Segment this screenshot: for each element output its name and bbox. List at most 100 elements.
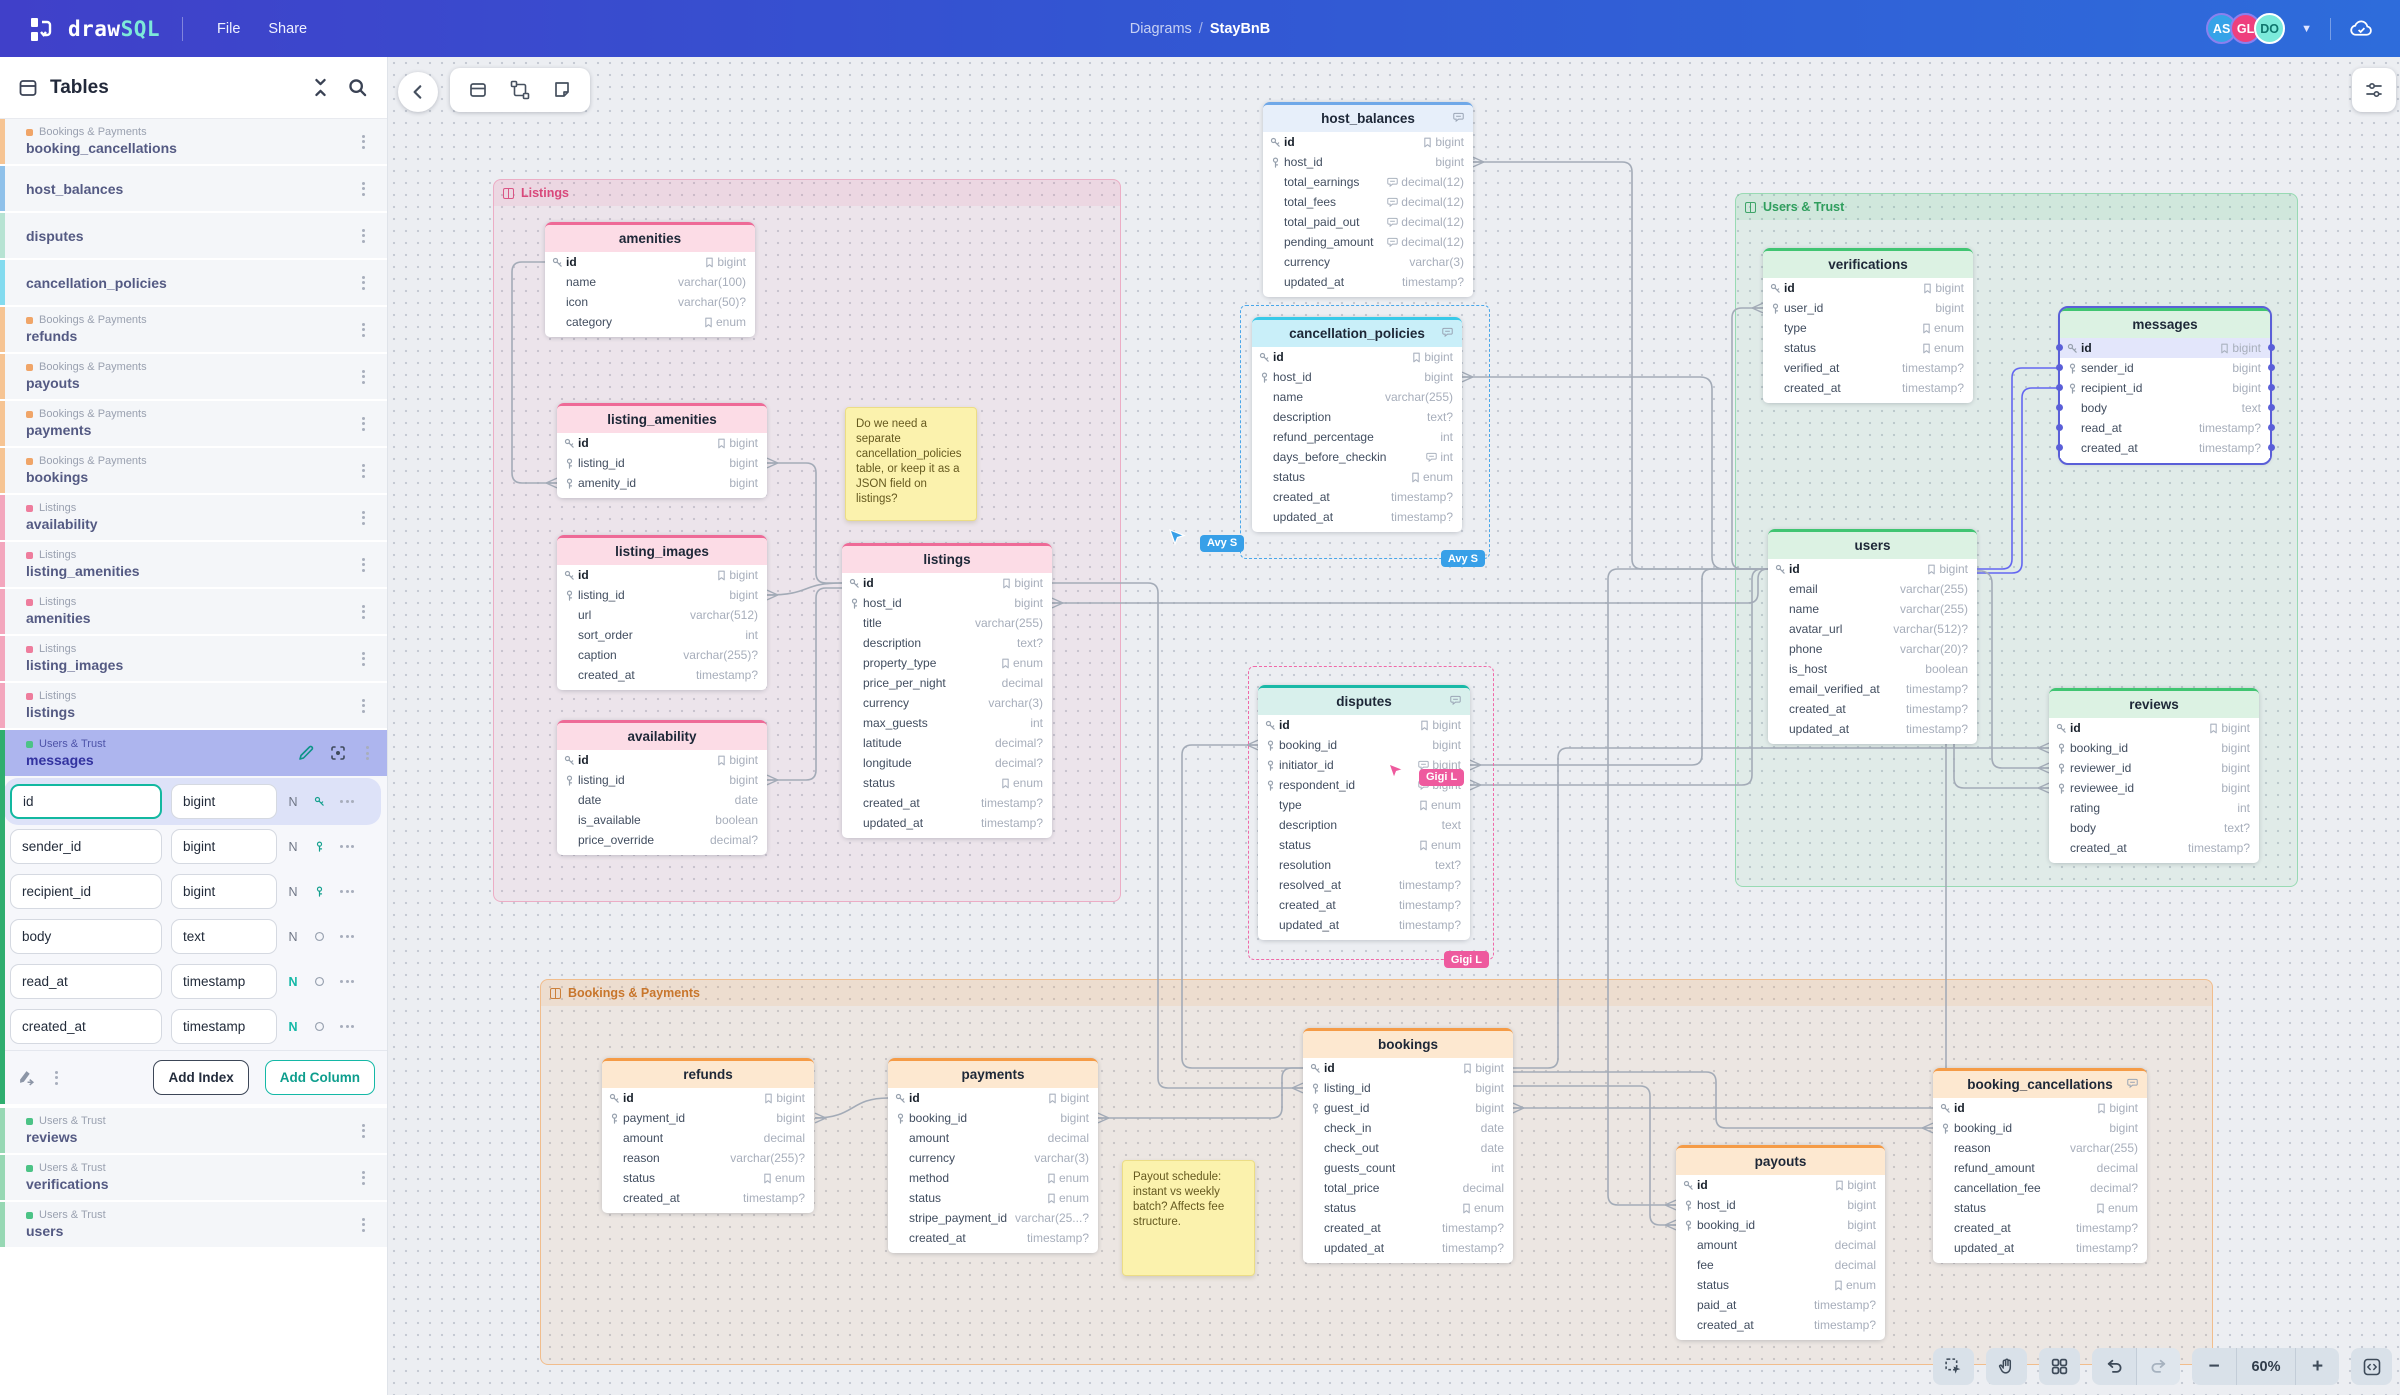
search-icon[interactable] bbox=[348, 78, 367, 97]
table-menu-icon[interactable] bbox=[358, 1214, 369, 1236]
column-name-input[interactable] bbox=[10, 1009, 162, 1044]
grid-view-button[interactable] bbox=[2039, 1348, 2080, 1385]
comment-icon[interactable] bbox=[2127, 1078, 2138, 1088]
comment-icon[interactable] bbox=[1453, 112, 1464, 122]
connection-handle[interactable] bbox=[2055, 424, 2063, 431]
column-menu-icon[interactable] bbox=[340, 800, 354, 803]
add-index-button[interactable]: Add Index bbox=[153, 1060, 249, 1095]
entity-title[interactable]: listing_amenities bbox=[557, 406, 767, 433]
nullable-toggle[interactable]: N bbox=[288, 929, 298, 944]
zoom-out-button[interactable]: − bbox=[2208, 1355, 2220, 1377]
connection-handle[interactable] bbox=[2055, 344, 2063, 351]
zoom-in-button[interactable]: + bbox=[2295, 1348, 2339, 1385]
table-menu-icon[interactable] bbox=[358, 460, 369, 482]
table-menu-icon[interactable] bbox=[358, 225, 369, 247]
connection-handle[interactable] bbox=[2267, 424, 2275, 431]
connection-handle[interactable] bbox=[2055, 364, 2063, 371]
column-type-input[interactable] bbox=[171, 919, 277, 954]
table-menu-icon[interactable] bbox=[358, 1167, 369, 1189]
table-menu-icon[interactable] bbox=[358, 507, 369, 529]
entity-title[interactable]: booking_cancellations bbox=[1933, 1071, 2147, 1098]
entity-title[interactable]: payouts bbox=[1676, 1148, 1885, 1175]
select-tool-button[interactable] bbox=[1933, 1348, 1974, 1385]
column-name-input[interactable] bbox=[10, 919, 162, 954]
add-relationship-icon[interactable] bbox=[506, 76, 534, 104]
table-menu-icon[interactable] bbox=[358, 1120, 369, 1142]
connection-handle[interactable] bbox=[2267, 364, 2275, 371]
connection-handle[interactable] bbox=[2267, 444, 2275, 451]
column-name-input[interactable] bbox=[10, 784, 162, 819]
sidebar-item-messages[interactable]: Users & Trust messages bbox=[0, 730, 387, 776]
column-menu-icon[interactable] bbox=[340, 890, 354, 893]
column-type-input[interactable] bbox=[171, 829, 277, 864]
rename-table-icon[interactable] bbox=[298, 745, 314, 761]
no-key-icon[interactable] bbox=[309, 976, 329, 987]
